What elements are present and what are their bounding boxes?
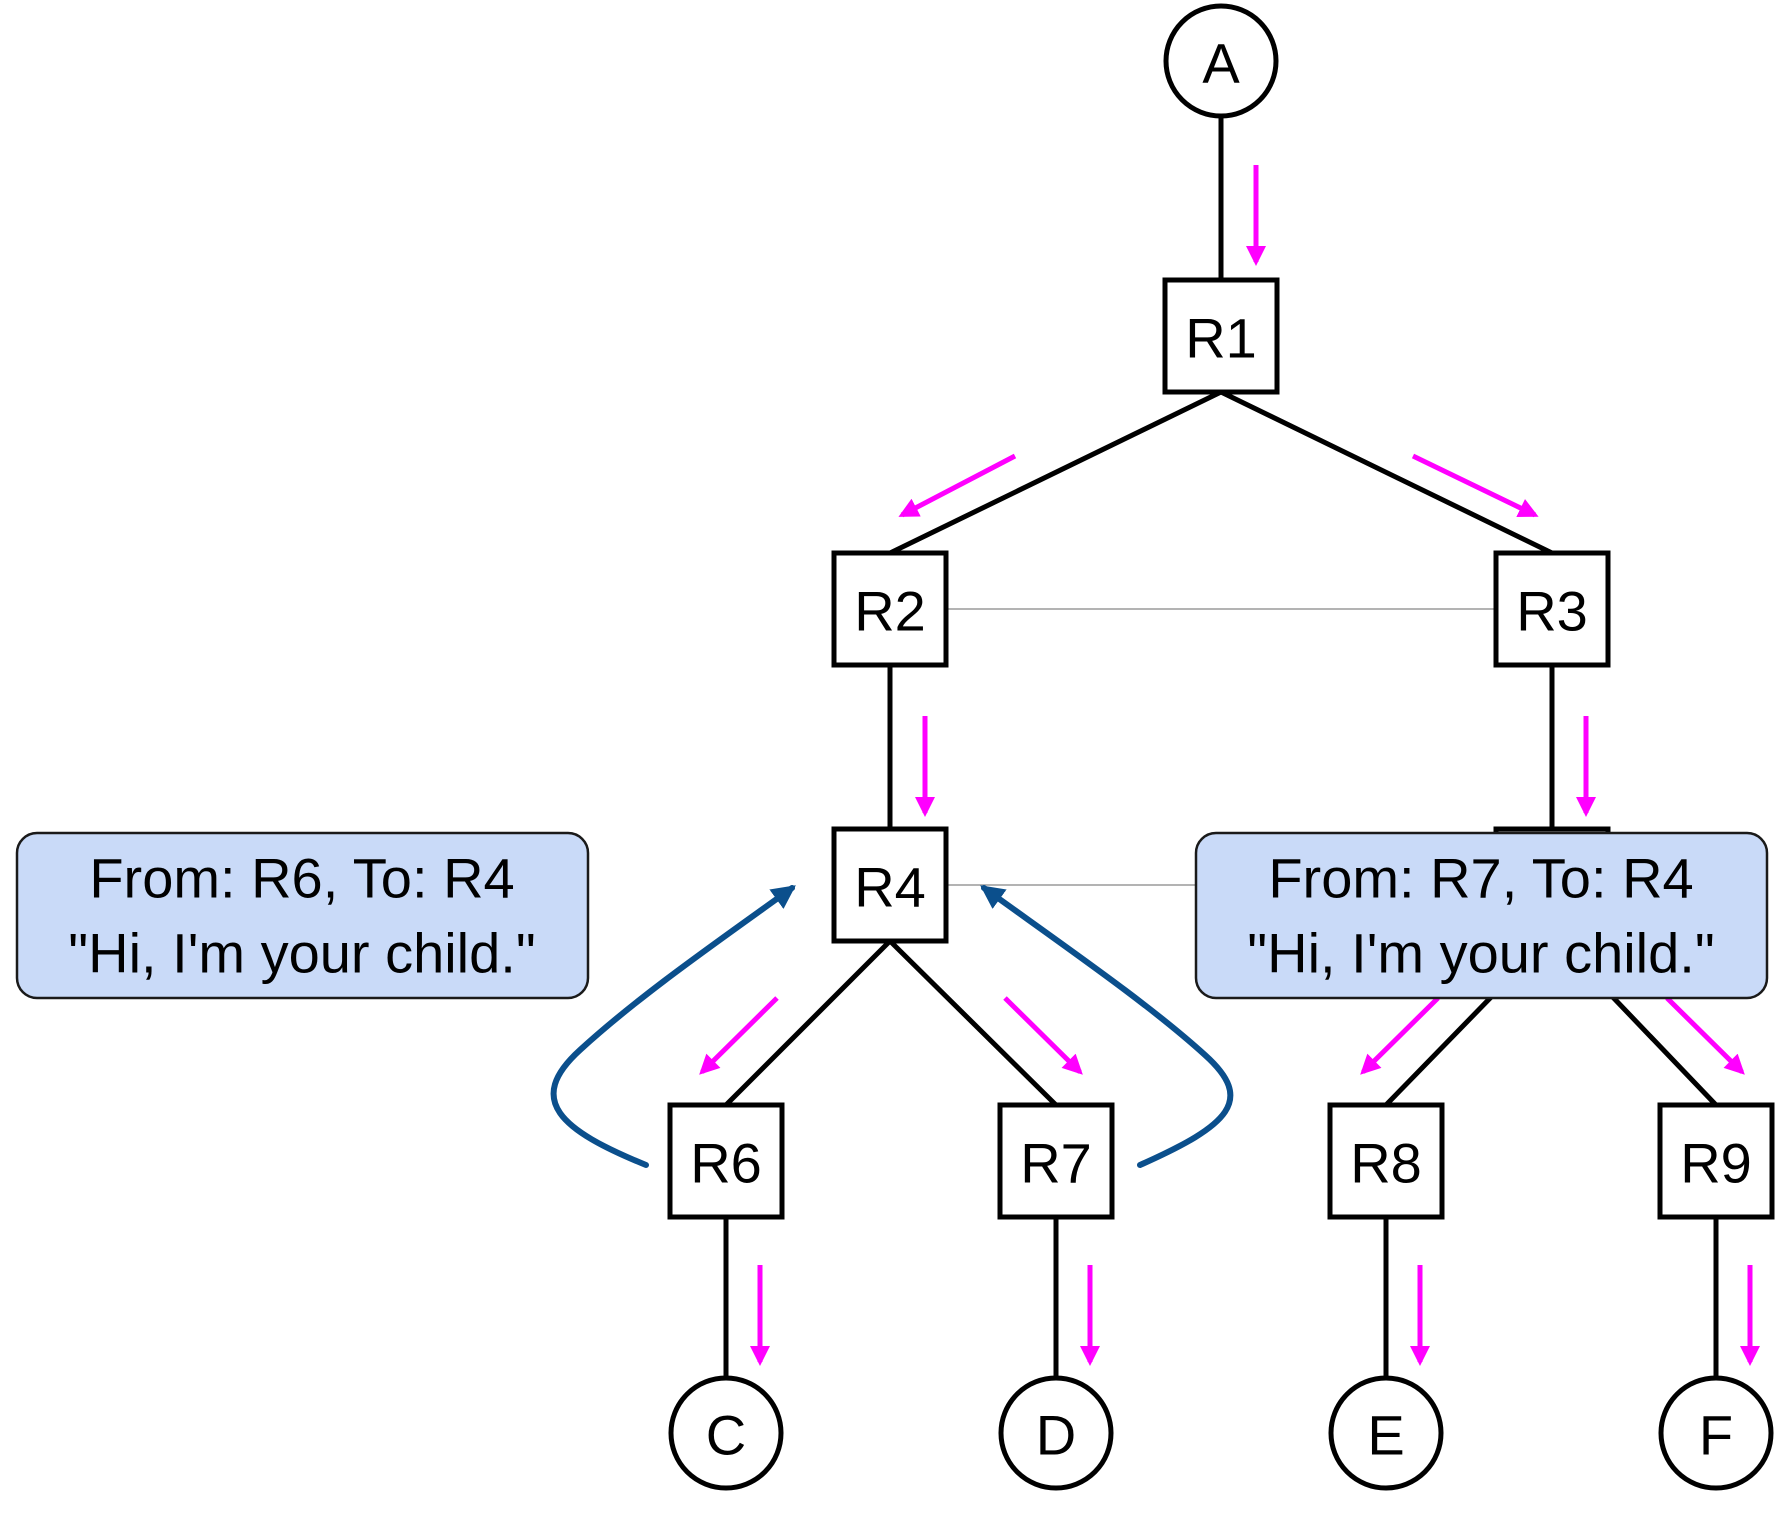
- edge-r5-r9: [1604, 988, 1718, 1107]
- node-labels: A R1 R2 R3 R4 R6 R7 R8 R9 C D E F: [690, 32, 1752, 1467]
- router-boxes: [667, 277, 1775, 1220]
- node-label-d: D: [1036, 1404, 1076, 1467]
- callout-right: From: R7, To: R4 "Hi, I'm your child.": [1194, 831, 1769, 1000]
- flow-arrow-r1-r3: [1411, 453, 1539, 518]
- flow-arrows: [699, 165, 1760, 1366]
- flow-arrow-r1-r2: [898, 453, 1017, 518]
- router-r4-box: [831, 826, 949, 944]
- tree-edges: [723, 116, 1719, 1378]
- node-label-r6: R6: [690, 1132, 762, 1195]
- node-label-r1: R1: [1185, 307, 1257, 370]
- node-label-r8: R8: [1350, 1132, 1422, 1195]
- router-r8-box: [1327, 1102, 1445, 1220]
- router-r6-box: [667, 1102, 785, 1220]
- host-e-circle: [1328, 1375, 1444, 1491]
- edge-r4-r7: [888, 939, 1058, 1107]
- callout-right-line1: From: R7, To: R4: [1268, 847, 1693, 910]
- router-r1-box: [1162, 277, 1280, 395]
- report-arrow-r7-r4: [980, 885, 1234, 1168]
- callout-left-line1: From: R6, To: R4: [89, 847, 514, 910]
- node-label-c: C: [706, 1404, 746, 1467]
- callout-right-box: [1194, 831, 1769, 1000]
- edge-r1-r2: [888, 389, 1223, 556]
- host-d-circle: [998, 1375, 1114, 1491]
- node-label-r4: R4: [854, 856, 926, 919]
- report-arrows: [550, 885, 1234, 1168]
- router-r2-box: [831, 550, 949, 668]
- host-circles: [668, 3, 1774, 1491]
- host-c-circle: [668, 1375, 784, 1491]
- router-r9-box: [1657, 1102, 1775, 1220]
- report-arrow-r6-r4: [550, 885, 796, 1168]
- callout-left-line2: "Hi, I'm your child.": [68, 922, 535, 985]
- node-label-e: E: [1367, 1404, 1404, 1467]
- callout-left-box: [15, 831, 590, 1000]
- node-label-f: F: [1699, 1404, 1733, 1467]
- host-f-circle: [1658, 1375, 1774, 1491]
- flow-arrow-r5-r8: [1360, 996, 1440, 1075]
- router-r3-box: [1493, 550, 1611, 668]
- edge-r4-r6: [724, 939, 892, 1107]
- node-label-a: A: [1202, 32, 1240, 95]
- callout-left: From: R6, To: R4 "Hi, I'm your child.": [15, 831, 590, 1000]
- node-label-r9: R9: [1680, 1132, 1752, 1195]
- callout-right-line2: "Hi, I'm your child.": [1247, 922, 1714, 985]
- node-label-r7: R7: [1020, 1132, 1092, 1195]
- host-a-circle: [1163, 3, 1279, 119]
- router-r7-box: [997, 1102, 1115, 1220]
- edge-r5-r8: [1384, 988, 1500, 1107]
- node-label-r2: R2: [854, 580, 926, 643]
- flow-arrow-r5-r9: [1665, 996, 1745, 1075]
- flow-arrow-r4-r6: [699, 996, 779, 1075]
- edge-r1-r3: [1219, 389, 1554, 556]
- flow-arrow-r4-r7: [1003, 996, 1083, 1075]
- node-label-r3: R3: [1516, 580, 1588, 643]
